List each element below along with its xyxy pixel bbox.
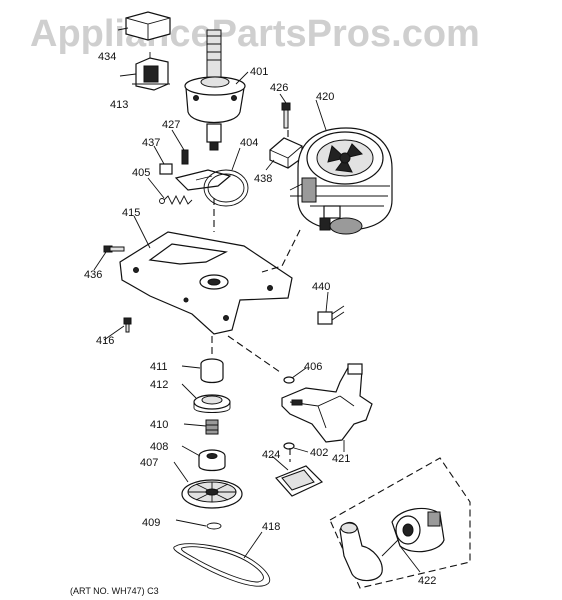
part-402-washer[interactable] xyxy=(283,442,295,450)
leader-lines xyxy=(93,27,421,573)
part-404-brake-band[interactable] xyxy=(174,169,249,207)
part-408-hub[interactable] xyxy=(198,449,226,472)
part-422-drain-pump[interactable] xyxy=(329,457,471,589)
part-411-bearing[interactable] xyxy=(200,358,224,384)
callout-440[interactable]: 440 xyxy=(312,281,330,293)
callout-420[interactable]: 420 xyxy=(316,91,334,103)
part-418-drive-belt[interactable] xyxy=(173,543,271,587)
callout-404[interactable]: 404 xyxy=(240,137,258,149)
part-412-bearing-housing[interactable] xyxy=(193,394,231,413)
callout-437[interactable]: 437 xyxy=(142,137,160,149)
callout-412[interactable]: 412 xyxy=(150,379,168,391)
part-409-clip[interactable] xyxy=(206,522,222,530)
callout-436[interactable]: 436 xyxy=(84,269,102,281)
callout-406[interactable]: 406 xyxy=(304,361,322,373)
part-420-drive-motor[interactable] xyxy=(289,127,393,235)
part-436-bolt[interactable] xyxy=(103,245,125,253)
callout-418[interactable]: 418 xyxy=(262,521,280,533)
part-424-pad[interactable] xyxy=(274,465,324,497)
part-437-clip[interactable] xyxy=(159,163,173,175)
alignment-lines xyxy=(211,130,301,462)
watermark-text: AppliancePartsPros.com xyxy=(30,13,480,55)
callout-424[interactable]: 424 xyxy=(262,449,280,461)
part-416-bolt[interactable] xyxy=(123,317,132,333)
callout-416[interactable]: 416 xyxy=(96,335,114,347)
part-427-pin[interactable] xyxy=(181,149,189,165)
callout-426[interactable]: 426 xyxy=(270,82,288,94)
part-410-spline-coupling[interactable] xyxy=(205,419,219,435)
callout-labels: 434 413 401 426 420 427 437 404 438 405 … xyxy=(70,51,436,596)
callout-405[interactable]: 405 xyxy=(132,167,150,179)
part-405-spring[interactable] xyxy=(159,194,193,206)
callout-401[interactable]: 401 xyxy=(250,66,268,78)
callout-411[interactable]: 411 xyxy=(150,361,168,373)
callout-427[interactable]: 427 xyxy=(162,119,180,131)
callout-438[interactable]: 438 xyxy=(254,173,272,185)
callout-413[interactable]: 413 xyxy=(110,99,128,111)
callout-407[interactable]: 407 xyxy=(140,457,158,469)
part-421-pump-bracket[interactable] xyxy=(281,363,373,443)
callout-410[interactable]: 410 xyxy=(150,419,168,431)
callout-421[interactable]: 421 xyxy=(332,453,350,465)
part-406-nut[interactable] xyxy=(283,376,295,384)
part-401-gearcase[interactable] xyxy=(184,29,246,151)
part-440-connector[interactable] xyxy=(317,305,345,325)
callout-422[interactable]: 422 xyxy=(418,575,436,587)
callout-409[interactable]: 409 xyxy=(142,517,160,529)
art-number: (ART NO. WH747) C3 xyxy=(70,586,159,596)
part-438-motor-bracket[interactable] xyxy=(269,137,303,169)
callout-415[interactable]: 415 xyxy=(122,207,140,219)
part-434-capacitor[interactable] xyxy=(125,11,171,41)
part-407-pulley[interactable] xyxy=(181,479,243,509)
part-415-mounting-plate[interactable] xyxy=(119,231,293,335)
part-426-bolt[interactable] xyxy=(281,102,291,129)
callout-402[interactable]: 402 xyxy=(310,447,328,459)
callout-434[interactable]: 434 xyxy=(98,51,116,63)
part-413-transformer[interactable] xyxy=(132,52,170,91)
watermark: AppliancePartsPros.com xyxy=(30,13,480,55)
callout-408[interactable]: 408 xyxy=(150,441,168,453)
